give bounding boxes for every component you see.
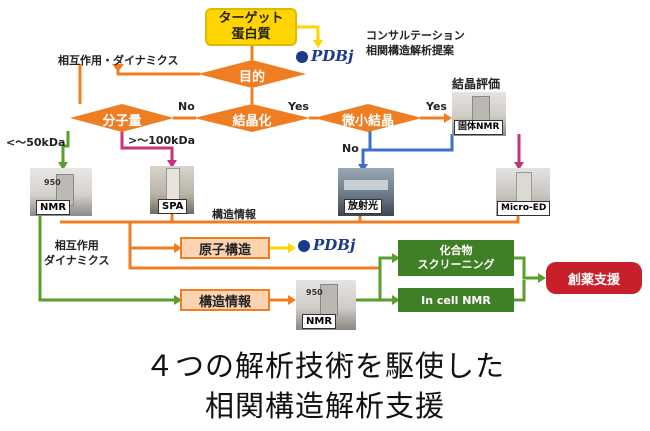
photo-label-spa: SPA [158, 199, 188, 214]
photo-micro-ed: Micro-ED [496, 168, 550, 216]
photo-label-solid-nmr: 固体NMR [454, 120, 504, 135]
label-consultation: コンサルテーション 相関構造解析提案 [366, 29, 465, 57]
arrowhead-atomic [174, 243, 182, 253]
label-interaction-dynamics-left: 相互作用 ダイナミクス [44, 239, 110, 267]
pdbj-wordmark: PDBj [313, 236, 356, 254]
arrowhead-nmr [58, 162, 68, 170]
label-under-50kda: <～50kDa [6, 136, 66, 149]
arrowheads [58, 40, 546, 305]
connector-micro-xray [361, 131, 372, 166]
decision-microcrystal [314, 104, 422, 132]
photo-label-micro-ed: Micro-ED [497, 201, 550, 216]
pdbj-logo-mid: PDBj [298, 236, 360, 258]
pdbj-logo-top: PDBj [296, 47, 356, 68]
label-interaction-dynamics-top: 相互作用・ダイナミクス [58, 54, 179, 67]
connector-to-atomic [128, 222, 176, 250]
node-drug-discovery: 創薬支援 [546, 262, 642, 294]
connector-screening-drug [514, 256, 540, 280]
node-target: ターゲット 蛋白質 [205, 8, 297, 46]
beamline-icon [344, 180, 388, 190]
photo-nmr-bottom: 950 NMR [296, 280, 356, 330]
photo-nmr-left: 950 NMR [30, 168, 92, 216]
pdbj-wordmark: PDBj [311, 47, 354, 65]
arrowhead-eval [444, 113, 452, 123]
decision-purpose [198, 60, 306, 88]
photo-label-nmr: NMR [36, 200, 71, 215]
caption-line-1: ４つの解析技術を駆使した [144, 349, 505, 383]
arrowhead-screening [392, 253, 400, 263]
node-purpose-label: 目的 [238, 70, 265, 85]
arrowhead-structinfo [174, 295, 182, 305]
connector-nmr-screening [356, 256, 395, 302]
connector-eval-xray [370, 134, 454, 152]
decision-molecular-weight [70, 104, 174, 132]
node-molecular-weight-label: 分子量 [102, 114, 142, 129]
node-crystallization-label: 結晶化 [232, 114, 272, 129]
label-crystal-evaluation: 結晶評価 [452, 77, 501, 91]
photo-label-nmr-bottom: NMR [302, 314, 337, 329]
node-structure-info: 構造情報 [180, 289, 270, 311]
arrowhead-incell [392, 295, 400, 305]
connector-target-pdbj [296, 25, 320, 42]
label-structure-info-mid: 構造情報 [212, 208, 256, 221]
node-microcrystal-label: 微小結晶 [341, 114, 394, 129]
photo-xray: 放射光 [338, 168, 394, 216]
magnet-label: 950 [306, 288, 323, 297]
microscope-icon [516, 172, 532, 202]
arrowhead-atomic-pdbj [288, 243, 296, 253]
connector-collect-bottom [60, 212, 520, 224]
photo-solid-nmr: 固体NMR [452, 92, 506, 136]
label-no-crystallization: No [178, 100, 195, 113]
node-compound-screening: 化合物 スクリーニング [398, 240, 514, 276]
pdbj-emblem-icon [298, 240, 310, 252]
node-atomic-structure: 原子構造 [180, 237, 270, 259]
label-yes-crystallization: Yes [288, 100, 309, 113]
decision-crystallization [194, 104, 310, 132]
arrowhead-nmr-bottom [288, 295, 296, 305]
connector-molweight-spa [120, 131, 174, 162]
arrowhead-drug [538, 273, 546, 283]
node-in-cell-nmr: In cell NMR [398, 288, 514, 312]
caption-line-2: 相関構造解析支援 [204, 389, 445, 423]
arrowhead-microed [514, 162, 524, 170]
arrowhead-pdbj-top [313, 40, 323, 48]
label-yes-microcrystal: Yes [426, 100, 447, 113]
magnet-label: 950 [44, 178, 61, 187]
connector-molweight-nmr [61, 131, 70, 164]
label-over-100kda: >～100kDa [128, 134, 196, 147]
connector-incell-drug [514, 280, 526, 302]
arrowhead-spa [167, 160, 177, 168]
connector-nmr-structinfo [38, 212, 176, 302]
photo-label-xray: 放射光 [344, 199, 382, 214]
label-no-microcrystal: No [342, 142, 359, 155]
arrowhead-interaction [112, 64, 124, 72]
photo-spa: SPA [150, 166, 194, 214]
pdbj-emblem-icon [296, 51, 308, 63]
